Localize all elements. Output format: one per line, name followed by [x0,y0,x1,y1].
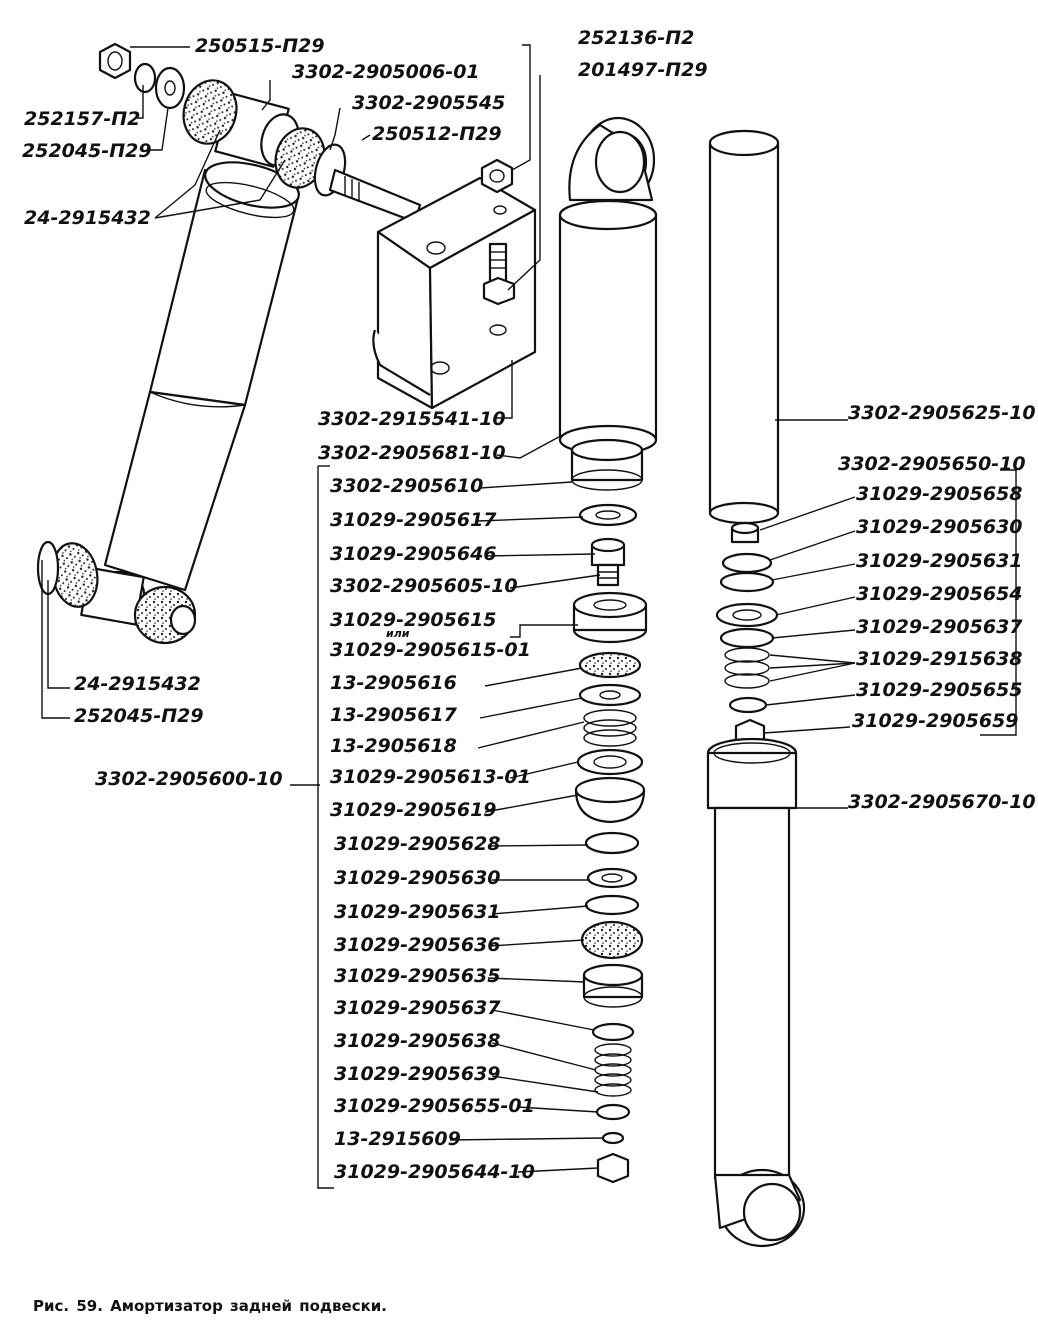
label-31029-2905654: 31029-2905654 [856,583,1023,605]
label-13-2905618: 13-2905618 [330,735,457,757]
label-31029-2905628: 31029-2905628 [334,833,501,855]
label-250512: 250512-П29 [372,123,502,145]
label-252045-bottom: 252045-П29 [74,705,204,727]
label-31029-2905613-01: 31029-2905613-01 [330,766,531,788]
label-3302-2905625-10: 3302-2905625-10 [848,402,1036,424]
label-31029-2905615: 31029-2905615 [330,609,497,631]
label-31029-2905615-01: 31029-2905615-01 [330,639,531,661]
label-31029-2905637-right: 31029-2905637 [856,616,1023,638]
center-exploded-stack [558,116,658,1184]
assembled-shock-absorber [36,42,422,645]
label-31029-2905637-center: 31029-2905637 [334,997,501,1019]
label-31029-2905631-center: 31029-2905631 [334,901,501,923]
label-31029-2905617: 31029-2905617 [330,509,497,531]
callout-labels: 250515-П29 252157-П2 252045-П29 3302-290… [22,27,1036,1183]
label-3302-2905545: 3302-2905545 [352,92,505,114]
label-3302-2905600-10: 3302-2905600-10 [95,768,283,790]
label-3302-2905610: 3302-2905610 [330,475,483,497]
label-31029-2905644-10: 31029-2905644-10 [334,1161,535,1183]
label-3302-2915541-10: 3302-2915541-10 [318,408,506,430]
label-31029-2905635: 31029-2905635 [334,965,501,987]
label-3302-2905605-10: 3302-2905605-10 [330,575,518,597]
label-31029-2905659: 31029-2905659 [852,710,1019,732]
label-13-2915609: 13-2915609 [334,1128,461,1150]
label-250515: 250515-П29 [195,35,325,57]
label-13-2905616: 13-2905616 [330,672,457,694]
label-24-2915432-bottom: 24-2915432 [74,673,201,695]
label-31029-2905655-01: 31029-2905655-01 [334,1095,535,1117]
label-31029-2905619: 31029-2905619 [330,799,497,821]
figure-caption: Рис. 59. Амортизатор задней подвески. [33,1297,387,1315]
label-3302-2905006-01: 3302-2905006-01 [292,61,480,83]
label-31029-2905630-right: 31029-2905630 [856,516,1023,538]
label-201497: 201497-П29 [578,59,708,81]
label-31029-2905655: 31029-2905655 [856,679,1023,701]
label-24-2915432-top: 24-2915432 [24,207,151,229]
leader-lines [41,44,1017,1189]
label-or: или [386,627,410,640]
label-31029-2905638: 31029-2905638 [334,1030,501,1052]
label-31029-2905636: 31029-2905636 [334,934,501,956]
label-31029-2905630-center: 31029-2905630 [334,867,501,889]
label-31029-2905646: 31029-2905646 [330,543,497,565]
label-31029-2905658: 31029-2905658 [856,483,1023,505]
label-3302-2905670-10: 3302-2905670-10 [848,791,1036,813]
label-3302-2905681-10: 3302-2905681-10 [318,442,506,464]
label-31029-2905639: 31029-2905639 [334,1063,501,1085]
right-exploded-stack [706,129,806,1248]
mounting-bracket [372,158,537,410]
label-13-2905617: 13-2905617 [330,704,458,726]
label-252136: 252136-П2 [578,27,694,49]
label-3302-2905650-10: 3302-2905650-10 [838,453,1026,475]
label-31029-2915638: 31029-2915638 [856,648,1023,670]
label-252045-top: 252045-П29 [22,140,152,162]
label-31029-2905631-right: 31029-2905631 [856,550,1023,572]
label-252157: 252157-П2 [24,108,140,130]
